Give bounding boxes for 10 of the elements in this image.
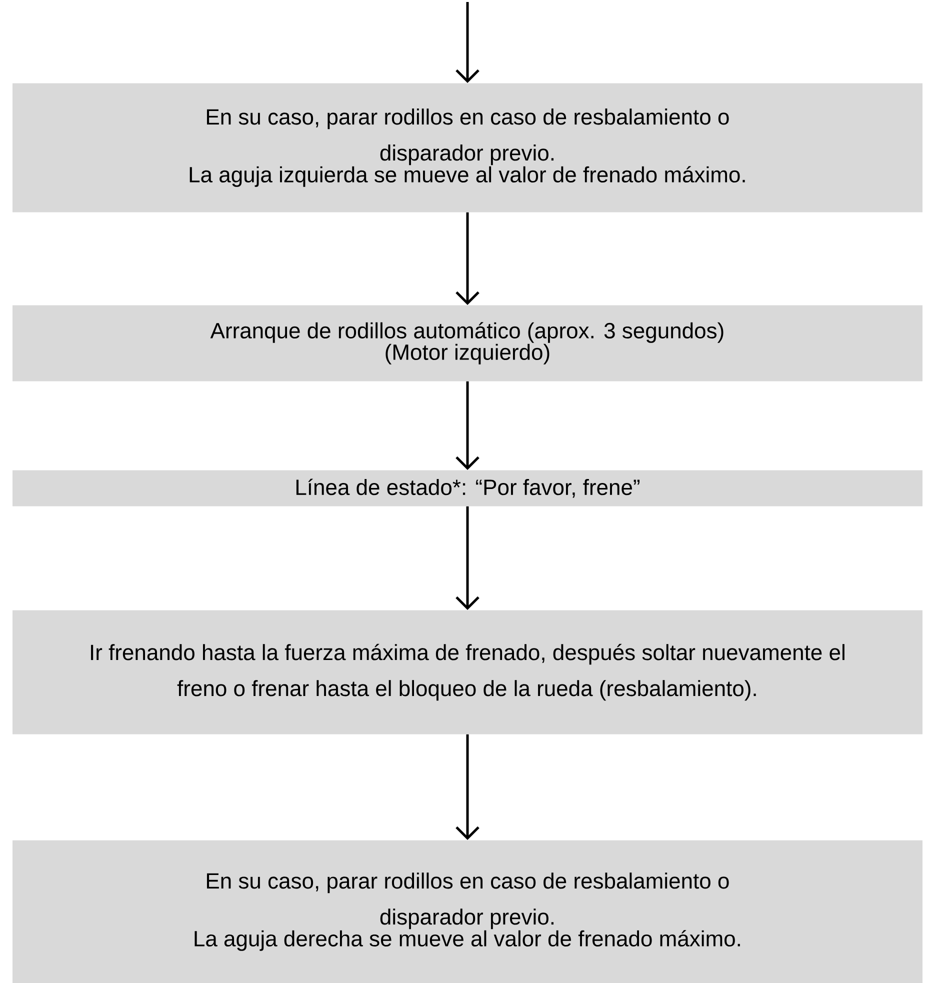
arrow	[456, 734, 480, 840]
process-box: En su caso, parar rodillos en caso de resbalamiento o disparador previo. La aguja derecha se mueve al valor de frenado máximo.	[12, 840, 922, 983]
arrow	[456, 212, 480, 305]
process-box: Línea de estado*: “Por favor, frene”	[12, 470, 922, 506]
process-box: En su caso, parar rodillos en caso de resbalamiento o disparador previo. La aguja izquierda se mueve al valor de frenado máximo.	[12, 83, 922, 212]
arrow	[456, 381, 480, 470]
arrow	[456, 506, 480, 610]
arrow	[456, 2, 480, 83]
process-box: Ir frenando hasta la fuerza máxima de frenado, después soltar nuevamente el freno o frenar hasta el bloqueo de la rueda (resbalamiento).	[12, 610, 922, 734]
process-box: Arranque de rodillos automático (aprox. 3 segundos) (Motor izquierdo)	[12, 305, 922, 382]
